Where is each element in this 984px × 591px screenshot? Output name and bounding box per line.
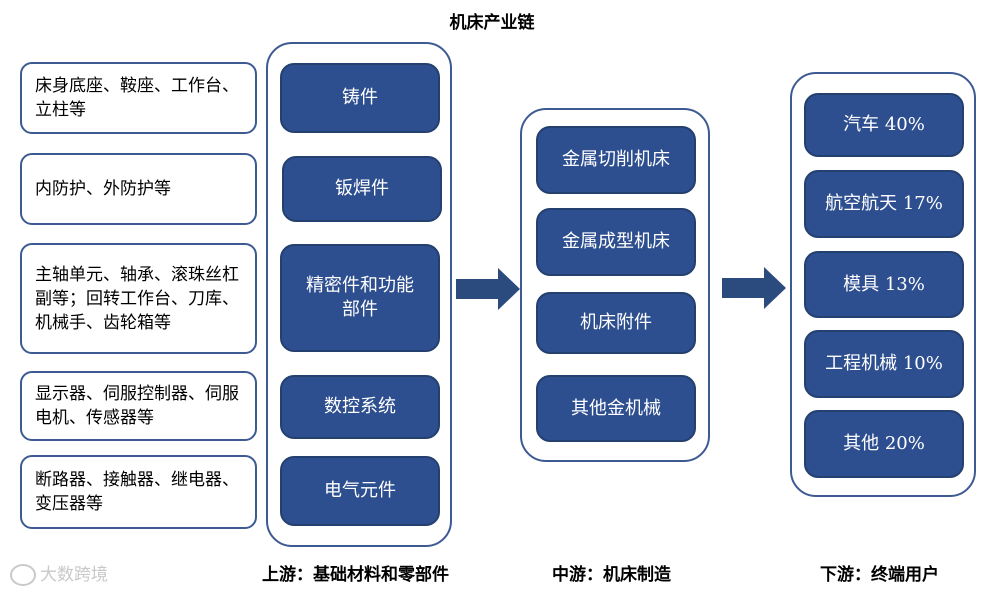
- arrow-midstream-to-downstream: [722, 267, 786, 309]
- upstream-item-electrical-components: 电气元件: [280, 456, 440, 526]
- upstream-description-2: 内防护、外防护等: [20, 153, 257, 225]
- arrow-upstream-to-midstream: [456, 268, 520, 310]
- downstream-item-automotive: 汽车 40%: [804, 93, 964, 157]
- upstream-item-precision-parts: 精密件和功能部件: [280, 244, 440, 352]
- midstream-item-metal-forming: 金属成型机床: [536, 208, 696, 276]
- upstream-item-castings: 铸件: [280, 63, 440, 133]
- midstream-label: 中游：机床制造: [552, 565, 671, 585]
- upstream-item-cnc-system: 数控系统: [280, 375, 440, 439]
- upstream-description-3: 主轴单元、轴承、滚珠丝杠副等；回转工作台、刀库、机械手、齿轮箱等: [20, 243, 257, 354]
- downstream-item-molds: 模具 13%: [804, 251, 964, 318]
- downstream-item-aerospace: 航空航天 17%: [804, 170, 964, 238]
- watermark-logo-icon: [10, 564, 36, 586]
- watermark: 大数跨境: [10, 560, 108, 586]
- midstream-item-metal-cutting: 金属切削机床: [536, 126, 696, 194]
- downstream-item-other: 其他 20%: [804, 410, 964, 478]
- upstream-item-sheet-weldments: 钣焊件: [282, 156, 442, 222]
- upstream-description-4: 显示器、伺服控制器、伺服电机、传感器等: [20, 371, 257, 441]
- midstream-item-other: 其他金机械: [536, 375, 696, 442]
- upstream-description-1: 床身底座、鞍座、工作台、立柱等: [20, 62, 257, 134]
- midstream-item-accessories: 机床附件: [536, 292, 696, 354]
- diagram-title: 机床产业链: [449, 13, 535, 33]
- downstream-label: 下游：终端用户: [820, 565, 939, 585]
- upstream-description-5: 断路器、接触器、继电器、变压器等: [20, 455, 257, 529]
- upstream-label: 上游：基础材料和零部件: [262, 565, 449, 585]
- downstream-item-construction-machinery: 工程机械 10%: [804, 330, 964, 398]
